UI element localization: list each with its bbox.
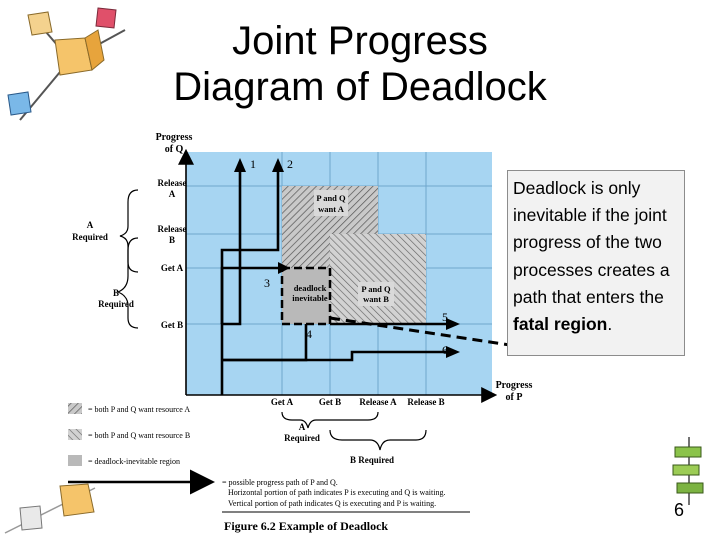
- x-tick-release-a: Release A: [359, 397, 397, 407]
- region-label-pq-want-a-1: P and Q: [316, 193, 346, 203]
- path-number-5: 5: [442, 310, 448, 324]
- path-3-arrowhead: [278, 262, 290, 274]
- region-both-want-b: [330, 234, 426, 324]
- legend-deadlock: = deadlock-inevitable region: [88, 457, 180, 466]
- brace-label-x-a-required-1: A: [299, 422, 306, 432]
- slide-title: Joint Progress Diagram of Deadlock: [140, 18, 580, 110]
- y-tick-release-a-1: Release: [158, 178, 187, 188]
- y-tick-release-b-1: Release: [158, 224, 187, 234]
- path-number-4: 4: [306, 327, 312, 341]
- callout-pointer: [329, 316, 511, 347]
- legend-path-2: Horizontal portion of path indicates P i…: [228, 488, 445, 497]
- path-1-arrowhead: [234, 158, 246, 172]
- brace-label-b-required-1: B: [113, 288, 119, 298]
- brace-b-required: [116, 237, 139, 329]
- path-6: [222, 350, 448, 362]
- x-tick-get-a: Get A: [271, 397, 294, 407]
- green-blocks-clipart: [672, 437, 704, 505]
- path-number-6: 6: [442, 343, 448, 357]
- region-label-pq-want-b-2: want B: [363, 294, 389, 304]
- title-line-1: Joint Progress: [232, 19, 488, 63]
- legend-want-a: = both P and Q want resource A: [88, 405, 190, 414]
- y-axis-title-1: Progress: [156, 132, 193, 143]
- path-number-1: 1: [250, 157, 256, 171]
- brace-label-a-required-1: A: [87, 220, 94, 230]
- x-axis-title-1: Progress: [496, 380, 533, 391]
- legend-path-3: Vertical portion of path indicates Q is …: [228, 499, 436, 508]
- path-5-arrowhead: [446, 318, 460, 330]
- y-tick-get-b: Get B: [161, 320, 183, 330]
- y-tick-release-b-2: B: [169, 235, 175, 245]
- x-tick-release-b: Release B: [407, 397, 444, 407]
- x-tick-get-b: Get B: [319, 397, 341, 407]
- path-2-arrowhead: [272, 158, 284, 172]
- legend-swatch-want-a: [68, 403, 82, 414]
- region-deadlock-inevitable: [282, 268, 330, 324]
- y-tick-release-a-2: A: [169, 189, 176, 199]
- brace-label-x-b-required: B Required: [350, 455, 394, 465]
- cube-clipart: [4, 483, 96, 534]
- cube-molecule-clipart: [7, 7, 126, 121]
- y-tick-get-a: Get A: [161, 263, 184, 273]
- region-label-pq-want-a-2: want A: [318, 204, 345, 214]
- x-axis-title-2: of P: [506, 392, 523, 403]
- callout-text: Deadlock is only inevitable if the joint…: [513, 178, 670, 307]
- path-6-arrowhead: [446, 346, 460, 358]
- brace-x-b-required: [329, 429, 427, 451]
- brace-x-a-required: [281, 411, 379, 429]
- brace-a-required: [119, 189, 139, 273]
- region-label-pq-want-b-1: P and Q: [361, 284, 391, 294]
- brace-label-x-a-required-2: Required: [284, 433, 320, 443]
- region-label-deadlock-2: inevitable: [292, 293, 328, 303]
- callout-period: .: [607, 314, 613, 335]
- deadlock-callout: Deadlock is only inevitable if the joint…: [507, 170, 685, 356]
- y-axis-title-2: of Q: [165, 144, 184, 155]
- figure-caption: Figure 6.2 Example of Deadlock: [224, 519, 388, 533]
- callout-fatal-region: fatal region: [513, 314, 608, 335]
- legend-want-b: = both P and Q want resource B: [88, 431, 190, 440]
- title-line-2: Diagram of Deadlock: [173, 65, 547, 109]
- path-3: [220, 266, 282, 324]
- brace-label-b-required-2: Required: [98, 299, 134, 309]
- path-number-3: 3: [264, 276, 270, 290]
- legend-swatch-want-b: [68, 429, 82, 440]
- path-number-2: 2: [287, 157, 293, 171]
- legend-swatch-deadlock: [68, 455, 82, 466]
- legend-path-1: = possible progress path of P and Q.: [222, 478, 338, 487]
- page-number: 6: [674, 500, 685, 520]
- region-label-deadlock-1: deadlock: [294, 283, 327, 293]
- progress-paths: [220, 168, 448, 395]
- brace-label-a-required-2: Required: [72, 232, 108, 242]
